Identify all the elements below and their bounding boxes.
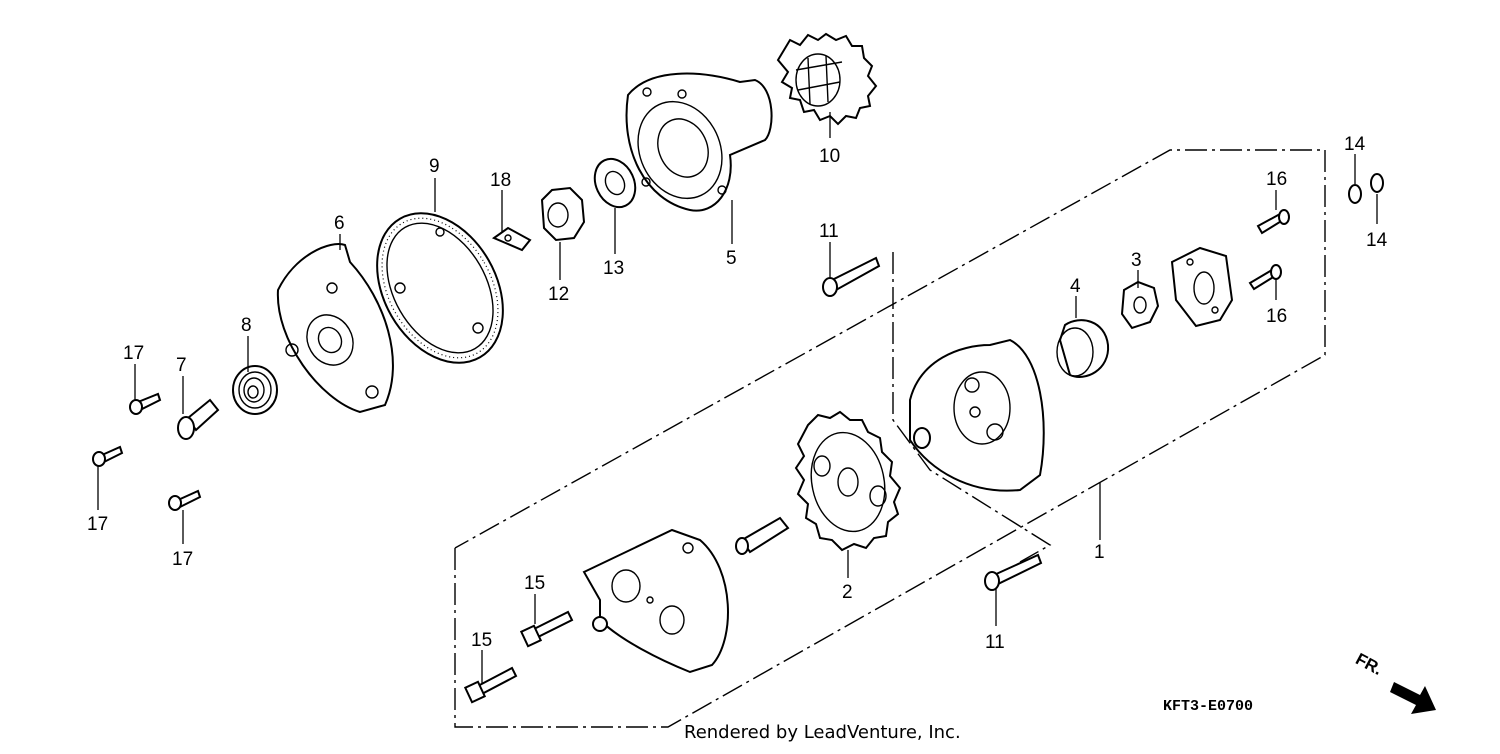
callout-6: 6 <box>334 213 345 234</box>
nut-part-12 <box>540 186 586 242</box>
washer-part-13 <box>593 157 637 209</box>
callout-17-upper: 17 <box>123 343 144 364</box>
screws-part-11 <box>822 256 1043 591</box>
callout-17-lower: 17 <box>172 549 193 570</box>
callout-14-top: 14 <box>1344 134 1366 155</box>
callout-2: 2 <box>842 582 853 603</box>
callout-5: 5 <box>726 248 737 269</box>
relief-pin-part-7 <box>177 398 220 440</box>
callout-1: 1 <box>1094 542 1105 563</box>
callout-11-bottom: 11 <box>985 632 1005 653</box>
clip-part-18 <box>491 226 532 252</box>
callout-11-top: 11 <box>819 221 839 242</box>
callout-labels: 1 2 3 4 5 6 7 8 9 10 11 11 12 13 14 14 1… <box>87 134 1388 653</box>
driven-gear-part-2 <box>794 410 902 552</box>
render-credit: Rendered by LeadVenture, Inc. <box>684 722 961 743</box>
bolts-part-16 <box>1248 209 1290 291</box>
front-arrow-icon <box>1390 682 1436 714</box>
pump-flange-cover-part-5 <box>625 72 773 212</box>
pump-plate <box>1170 246 1234 328</box>
callout-8: 8 <box>241 315 252 336</box>
callout-16-bottom: 16 <box>1266 306 1287 327</box>
assembly-boundary <box>454 149 1326 728</box>
callout-13: 13 <box>603 258 624 279</box>
pump-cover-part-6 <box>276 243 394 414</box>
screws-part-17 <box>92 392 202 511</box>
gasket-part-9 <box>376 212 504 364</box>
callout-4: 4 <box>1070 276 1081 297</box>
drive-gear-part-10 <box>776 32 878 126</box>
spring-part-8 <box>232 365 278 415</box>
front-label: FR. <box>1352 649 1385 679</box>
outer-rotor-part-4 <box>1056 319 1110 378</box>
pump-shaft <box>735 516 790 555</box>
pump-body <box>909 338 1045 492</box>
pump-lower-cover <box>582 528 729 674</box>
callout-15-upper: 15 <box>524 573 545 594</box>
callout-7: 7 <box>176 355 187 376</box>
leader-lines <box>97 112 1378 684</box>
callout-12: 12 <box>548 284 569 305</box>
callout-15-lower: 15 <box>471 630 492 651</box>
bolts-part-15 <box>463 610 574 704</box>
callout-10: 10 <box>819 146 840 167</box>
callout-14-bottom: 14 <box>1366 230 1388 251</box>
callout-3: 3 <box>1131 250 1142 271</box>
callout-9: 9 <box>429 156 440 177</box>
callout-17-left: 17 <box>87 514 108 535</box>
diagram-code: KFT3-E0700 <box>1163 698 1253 715</box>
inner-rotor-part-3 <box>1120 280 1160 330</box>
callout-16-top: 16 <box>1266 169 1287 190</box>
washers-part-14 <box>1348 173 1384 204</box>
front-direction-indicator: FR. <box>1352 649 1436 714</box>
callout-18: 18 <box>490 170 511 191</box>
